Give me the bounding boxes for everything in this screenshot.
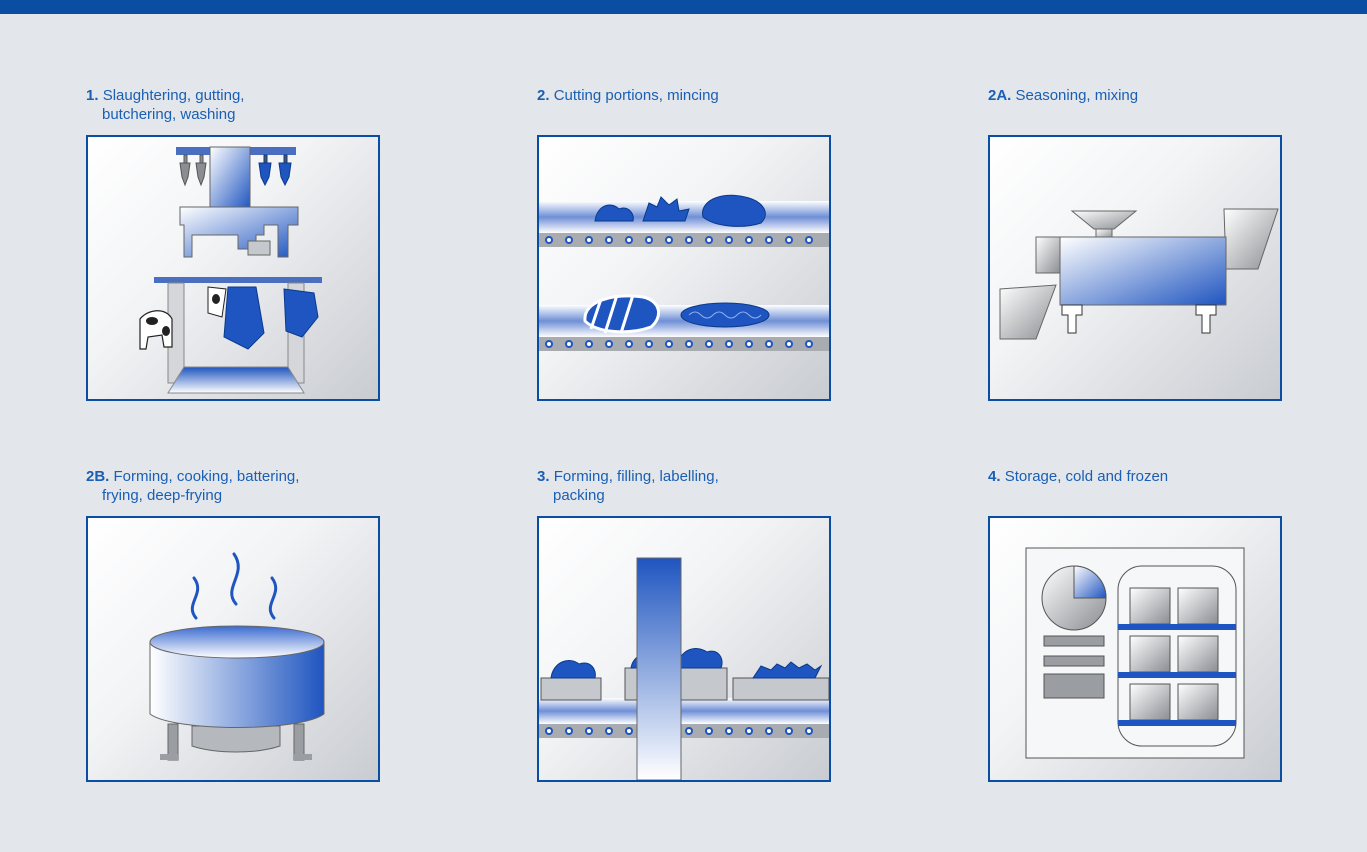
step-caption-2: 2. Cutting portions, mincing: [537, 86, 835, 105]
cooking-pot-icon: [86, 516, 380, 782]
step-text-line1: Forming, cooking, battering,: [113, 468, 300, 485]
step-caption-4: 4. Storage, cold and frozen: [988, 467, 1286, 486]
packing-conveyor-icon: [537, 516, 831, 782]
step-caption-2a: 2A. Seasoning, mixing: [988, 86, 1286, 105]
step-number: 2B.: [86, 468, 110, 485]
step-text-line2: packing: [553, 487, 605, 504]
step-text-line1: Seasoning, mixing: [1015, 87, 1139, 104]
step-text-line2: butchering, washing: [102, 106, 236, 123]
step-caption-3: 3. Forming, filling, labelling, packing: [537, 467, 835, 505]
step-text-line1: Slaughtering, gutting,: [102, 87, 245, 104]
step-number: 1.: [86, 87, 99, 104]
step-text-line1: Cutting portions, mincing: [553, 87, 719, 104]
step-text-line1: Storage, cold and frozen: [1004, 468, 1169, 485]
top-brand-bar: [0, 0, 1367, 14]
step-text-line2: frying, deep-frying: [102, 487, 223, 504]
step-caption-2b: 2B. Forming, cooking, battering, frying,…: [86, 467, 384, 505]
step-caption-1: 1. Slaughtering, gutting, butchering, wa…: [86, 86, 384, 124]
slaughterhouse-icon: [86, 135, 380, 401]
step-number: 3.: [537, 468, 550, 485]
mixer-machine-icon: [988, 135, 1282, 401]
cow-shape: [139, 310, 173, 350]
cutting-conveyor-icon: [537, 135, 831, 401]
step-text-line1: Forming, filling, labelling,: [553, 468, 719, 485]
step-number: 4.: [988, 468, 1001, 485]
cold-storage-icon: [988, 516, 1282, 782]
step-number: 2A.: [988, 87, 1012, 104]
step-number: 2.: [537, 87, 550, 104]
